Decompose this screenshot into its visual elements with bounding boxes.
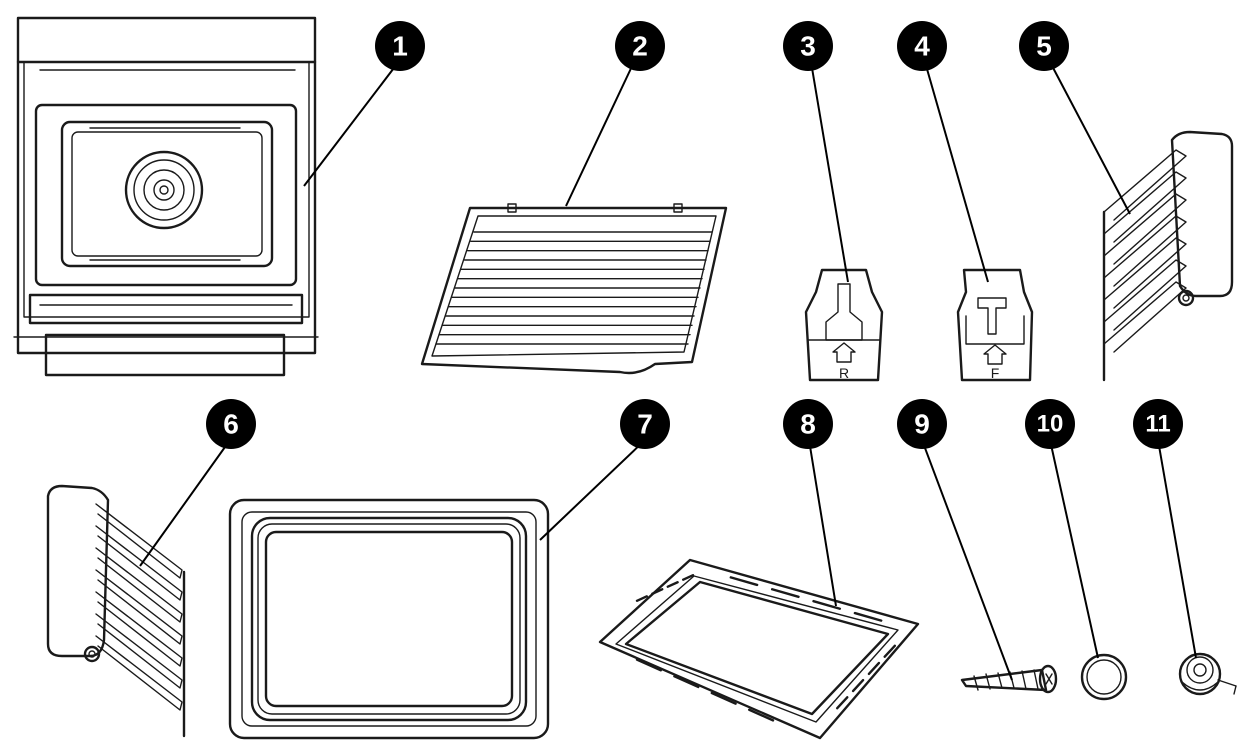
runner-rail (1103, 281, 1187, 353)
callout-badge-5: 5 (1019, 21, 1069, 71)
leader-line-11 (1157, 439, 1197, 659)
leader-line-1 (303, 59, 401, 187)
callout-number: 6 (223, 409, 239, 440)
runner-rail (1103, 149, 1187, 221)
screw-illustration (960, 664, 1058, 694)
callout-badge-1: 1 (375, 21, 425, 71)
runner-rail (1103, 171, 1187, 243)
tray-rim-slot (812, 599, 842, 610)
leader-lines (139, 59, 1197, 681)
tray-rim-slot (635, 595, 648, 602)
callout-number: 8 (800, 409, 816, 440)
runner-rail (1103, 215, 1187, 287)
callout-badge-2: 2 (615, 21, 665, 71)
callout-badge-7: 7 (620, 399, 670, 449)
shelf-guide-clip-front: F (956, 268, 1034, 382)
callout-number: 9 (914, 409, 930, 440)
callout-badges: 1 2 3 4 5 6 7 8 9 10 11 (206, 21, 1183, 449)
callout-badge-11: 11 (1133, 399, 1183, 449)
callout-number: 10 (1037, 411, 1064, 438)
callout-number: 5 (1036, 31, 1052, 62)
callout-badge-10: 10 (1025, 399, 1075, 449)
runner-rail (95, 503, 183, 579)
tray-rim-slot (770, 588, 800, 599)
tray-rim-slot (853, 611, 883, 622)
tray-rim-slot (651, 588, 664, 595)
tray-rim-slot (682, 574, 695, 581)
callout-badge-3: 3 (783, 21, 833, 71)
callout-number: 3 (800, 31, 816, 62)
callout-badge-8: 8 (783, 399, 833, 449)
runner-rail (1103, 237, 1187, 309)
side-runner-left-illustration (46, 484, 186, 738)
cover-cap-illustration (1080, 653, 1128, 701)
tray-rim-slot (666, 581, 679, 588)
fixing-knob-illustration (1178, 652, 1237, 696)
guide-front-letter: F (991, 365, 1000, 381)
tray-rim-slot (748, 708, 775, 722)
callout-number: 11 (1145, 411, 1170, 438)
leader-line-2 (565, 61, 635, 207)
guide-right-letter: R (839, 365, 849, 381)
leader-line-8 (808, 439, 837, 607)
callout-number: 1 (392, 31, 408, 62)
tray-rim-slot (851, 678, 865, 693)
tray-rim-slot (729, 576, 759, 587)
leader-line-7 (539, 439, 646, 541)
runner-rail (1103, 259, 1187, 331)
leader-line-6 (139, 439, 231, 567)
runner-rail (95, 525, 183, 601)
runner-rail (95, 569, 183, 645)
runner-rail (95, 547, 183, 623)
convection-fan-icon (124, 150, 204, 230)
callout-badge-4: 4 (897, 21, 947, 71)
leader-line-10 (1049, 439, 1099, 659)
tray-rim-slot (710, 691, 737, 705)
runner-rail (95, 635, 183, 711)
side-runner-right-illustration (1102, 130, 1234, 382)
callout-number: 4 (914, 31, 930, 62)
runner-rail (95, 591, 183, 667)
tray-rim-slot (673, 675, 700, 689)
tray-rim-slot (867, 661, 881, 676)
shelf-guide-clip-right: R (804, 268, 884, 382)
leader-line-3 (810, 61, 849, 283)
oven-illustration (13, 16, 319, 377)
leader-line-9 (921, 439, 1013, 681)
callout-number: 7 (637, 409, 653, 440)
wire-rack-illustration (420, 203, 728, 375)
baking-tray-illustration (598, 558, 920, 740)
runner-rail (1103, 193, 1187, 265)
leader-line-4 (924, 61, 989, 283)
leader-line-5 (1049, 61, 1131, 215)
tray-rim-slot (883, 644, 896, 658)
tray-rim-slot (635, 658, 662, 672)
callout-badge-9: 9 (897, 399, 947, 449)
deep-tray-illustration (228, 498, 550, 740)
callout-badge-6: 6 (206, 399, 256, 449)
callout-number: 2 (632, 31, 648, 62)
tray-rim-slot (836, 696, 849, 710)
runner-rail (95, 613, 183, 689)
